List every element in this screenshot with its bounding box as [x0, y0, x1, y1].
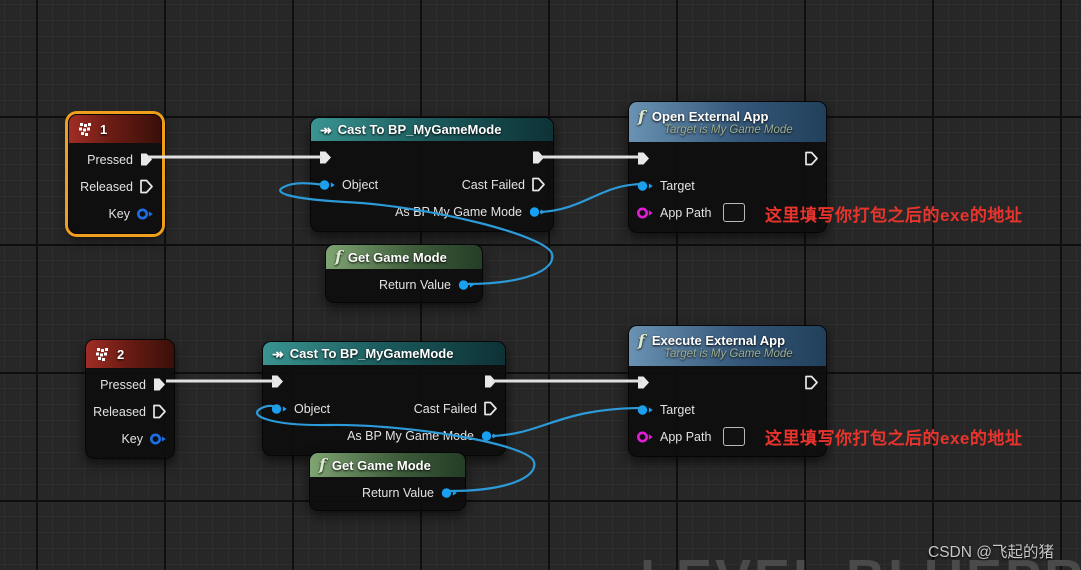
as-cast-pin[interactable] — [480, 429, 498, 443]
node-key-event-2[interactable]: 2 Pressed Released Key — [85, 339, 175, 459]
return-value-pin[interactable] — [457, 278, 475, 292]
app-path-pin[interactable] — [636, 206, 654, 220]
pin-label: Pressed — [87, 152, 133, 167]
function-icon: f — [319, 455, 326, 474]
pin-label: Object — [294, 401, 331, 416]
function-icon: f — [335, 247, 342, 266]
exec-pin-pressed[interactable] — [139, 152, 154, 167]
keyboard-icon — [96, 347, 108, 361]
node-get-game-mode-1[interactable]: f Get Game Mode Return Value — [325, 244, 483, 303]
pin-label: Target — [660, 402, 695, 417]
object-pin[interactable] — [318, 178, 336, 192]
node-cast-1-header[interactable]: ↠ Cast To BP_MyGameMode — [311, 118, 553, 141]
node-execute-external-app[interactable]: f Execute External App Target is My Game… — [628, 325, 827, 457]
pin-label: Object — [342, 177, 379, 192]
exec-in-pin[interactable] — [636, 375, 651, 390]
node-open-header[interactable]: f Open External App Target is My Game Mo… — [629, 102, 826, 142]
exec-out-pin[interactable] — [531, 150, 546, 165]
node-title: Execute External App — [651, 333, 786, 348]
exec-in-pin[interactable] — [318, 150, 333, 165]
cast-failed-pin-group: Cast Failed — [462, 171, 546, 198]
annotation-execute-app-path: 这里填写你打包之后的exe的地址 — [765, 429, 1023, 448]
csdn-watermark: CSDN @飞起的猪 — [928, 544, 1054, 561]
return-value-pin[interactable] — [440, 486, 458, 500]
key-struct-pin[interactable] — [149, 432, 167, 446]
node-title: Cast To BP_MyGameMode — [337, 122, 502, 137]
exec-out-pin[interactable] — [483, 374, 498, 389]
exec-pin-released[interactable] — [152, 404, 167, 419]
node-title: Get Game Mode — [331, 457, 431, 473]
function-icon: f — [638, 106, 645, 126]
pin-label: Key — [108, 206, 130, 221]
node-getgm-1-header[interactable]: f Get Game Mode — [326, 245, 482, 269]
pin-label: Return Value — [361, 485, 434, 500]
node-subtitle: Target is My Game Mode — [664, 123, 793, 136]
cast-failed-pin-group: Cast Failed — [414, 395, 498, 422]
node-title: Get Game Mode — [347, 249, 447, 265]
cast-icon: ↠ — [272, 345, 284, 362]
annotation-open-app-path: 这里填写你打包之后的exe的地址 — [765, 206, 1023, 225]
as-cast-pin[interactable] — [528, 205, 546, 219]
exec-out-pin[interactable] — [804, 375, 819, 390]
cast-failed-exec-pin[interactable] — [483, 401, 498, 416]
node-open-external-app[interactable]: f Open External App Target is My Game Mo… — [628, 101, 827, 233]
object-pin[interactable] — [270, 402, 288, 416]
node-get-game-mode-2[interactable]: f Get Game Mode Return Value — [309, 452, 466, 511]
node-subtitle: Target is My Game Mode — [664, 347, 793, 360]
node-cast-to-bp-mygamemode-1[interactable]: ↠ Cast To BP_MyGameMode Object Cast Fail… — [310, 117, 554, 232]
cast-icon: ↠ — [320, 121, 332, 138]
exec-in-pin[interactable] — [270, 374, 285, 389]
node-cast-to-bp-mygamemode-2[interactable]: ↠ Cast To BP_MyGameMode Object Cast Fail… — [262, 341, 506, 456]
pin-label: As BP My Game Mode — [395, 204, 522, 219]
object-pin-group: Object — [318, 171, 378, 198]
pin-label: As BP My Game Mode — [347, 428, 474, 443]
pin-label: Target — [660, 178, 695, 193]
node-key-event-1-header[interactable]: 1 — [69, 115, 161, 143]
node-title: Open External App — [651, 109, 769, 124]
pin-label: Cast Failed — [461, 177, 525, 192]
level-blueprint-watermark: LEVEL BLUEPRINT — [640, 548, 1081, 570]
exec-in-pin[interactable] — [636, 151, 651, 166]
node-key-event-1[interactable]: 1 Pressed Released Key — [68, 114, 162, 234]
node-execute-header[interactable]: f Execute External App Target is My Game… — [629, 326, 826, 366]
wire-ascast2-target2 — [491, 406, 645, 438]
app-path-input[interactable] — [723, 427, 746, 446]
node-title: 1 — [100, 121, 108, 137]
pin-label: Key — [121, 431, 143, 446]
node-getgm-2-header[interactable]: f Get Game Mode — [310, 453, 465, 477]
pin-label: Pressed — [100, 377, 146, 392]
pin-label: Cast Failed — [413, 401, 477, 416]
exec-pin-released[interactable] — [139, 179, 154, 194]
target-pin[interactable] — [636, 179, 654, 193]
node-title: Cast To BP_MyGameMode — [289, 346, 454, 361]
pin-label: App Path — [660, 429, 712, 444]
object-pin-group: Object — [270, 395, 330, 422]
key-struct-pin[interactable] — [136, 207, 154, 221]
pin-label: Released — [93, 404, 146, 419]
exec-out-pin[interactable] — [804, 151, 819, 166]
node-key-event-2-header[interactable]: 2 — [86, 340, 174, 368]
function-icon: f — [638, 330, 645, 350]
cast-failed-exec-pin[interactable] — [531, 177, 546, 192]
exec-pin-pressed[interactable] — [152, 377, 167, 392]
app-path-input[interactable] — [723, 203, 746, 222]
target-pin[interactable] — [636, 403, 654, 417]
pin-label: Released — [80, 179, 133, 194]
node-cast-2-header[interactable]: ↠ Cast To BP_MyGameMode — [263, 342, 505, 365]
node-title: 2 — [117, 346, 125, 362]
app-path-pin[interactable] — [636, 430, 654, 444]
keyboard-icon — [79, 122, 91, 136]
pin-label: App Path — [660, 205, 712, 220]
pin-label: Return Value — [378, 277, 451, 292]
